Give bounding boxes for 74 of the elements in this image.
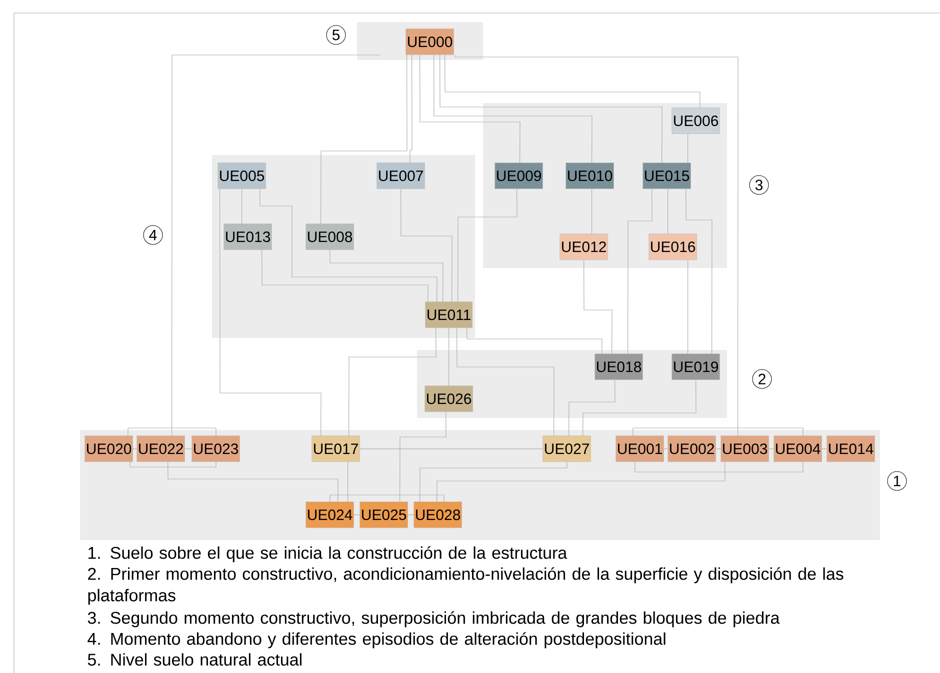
- circled-number: 2: [752, 369, 772, 389]
- unit-box: UE025: [360, 502, 408, 528]
- connector-line: [768, 448, 774, 450]
- unit-box: UE022: [136, 436, 185, 462]
- unit-box: UE011: [425, 302, 472, 328]
- circled-number: 3: [749, 175, 769, 195]
- unit-box: UE015: [642, 162, 691, 189]
- unit-box: UE010: [566, 162, 614, 189]
- legend-note: 1. Suelo sobre el que se inicia la construcción de la estructura: [88, 546, 568, 562]
- connector-line: [410, 54, 412, 163]
- unit-box: UE016: [648, 234, 697, 260]
- unit-box: UE013: [224, 224, 272, 250]
- legend-note: 2. Primer momento constructivo, acondicionamiento-nivelación de la superficie y disposición de las plataformas: [88, 567, 844, 605]
- unit-box: UE020: [84, 436, 133, 462]
- connector-line: [408, 514, 414, 516]
- connector-line: [348, 328, 436, 436]
- connector-line: [168, 462, 338, 502]
- connector-line: [400, 188, 452, 302]
- unit-box: UE019: [672, 354, 720, 380]
- connector-line: [320, 54, 408, 224]
- unit-box: UE026: [424, 386, 473, 412]
- connector-line: [400, 412, 446, 502]
- connector-line: [448, 328, 450, 386]
- connector-line: [330, 250, 444, 302]
- unit-box: UE007: [376, 162, 425, 189]
- connector-line: [686, 188, 712, 354]
- connector-line: [420, 462, 568, 502]
- unit-box: UE017: [312, 436, 360, 462]
- connector-line: [434, 54, 592, 163]
- connector-line: [354, 514, 360, 516]
- connector-line: [260, 188, 438, 302]
- unit-box: UE023: [192, 436, 240, 462]
- connector-line: [716, 448, 721, 450]
- unit-box: UE027: [542, 436, 591, 462]
- connector-line: [360, 448, 543, 450]
- connector-line: [444, 54, 700, 108]
- connector-line: [220, 188, 322, 436]
- connector-line: [822, 448, 827, 450]
- connector-line: [584, 260, 612, 354]
- unit-box: UE006: [672, 108, 720, 134]
- circled-number: 5: [326, 25, 346, 45]
- connector-line: [628, 188, 652, 354]
- connector-line: [664, 448, 668, 450]
- connector-line: [420, 54, 520, 163]
- legend-note: 4. Momento abandono y diferentes episodios de alteración postdepositional: [88, 632, 666, 648]
- unit-box: UE009: [494, 162, 543, 189]
- unit-box: UE004: [774, 436, 822, 462]
- unit-box: UE028: [414, 502, 462, 528]
- unit-box: UE018: [594, 354, 643, 380]
- connector-line: [440, 54, 662, 163]
- connector-line: [454, 54, 738, 436]
- unit-box: UE005: [218, 162, 266, 189]
- unit-box: UE002: [668, 436, 716, 462]
- connector-line: [456, 328, 554, 436]
- unit-box: UE000: [406, 28, 454, 55]
- connector-line: [172, 54, 380, 436]
- connector-line: [466, 328, 602, 354]
- legend-note: 3. Segundo momento constructivo, superposición imbricada de grandes bloques de piedra: [88, 611, 780, 628]
- connector-line: [132, 448, 137, 450]
- unit-box: UE001: [616, 436, 664, 462]
- connector-line: [436, 462, 726, 502]
- connector-line: [582, 380, 696, 436]
- connector-line: [184, 448, 192, 450]
- unit-box: UE003: [720, 436, 769, 462]
- connector-line: [568, 380, 616, 436]
- connector-line: [458, 188, 518, 302]
- circled-number: 4: [143, 225, 163, 245]
- unit-box: UE008: [306, 224, 354, 250]
- unit-box: UE024: [306, 502, 354, 528]
- unit-box: UE012: [560, 234, 608, 260]
- legend-note: 5. Nivel suelo natural actual: [88, 653, 302, 666]
- circled-number: 1: [887, 471, 907, 491]
- connector-line: [262, 250, 428, 302]
- unit-box: UE014: [826, 436, 875, 462]
